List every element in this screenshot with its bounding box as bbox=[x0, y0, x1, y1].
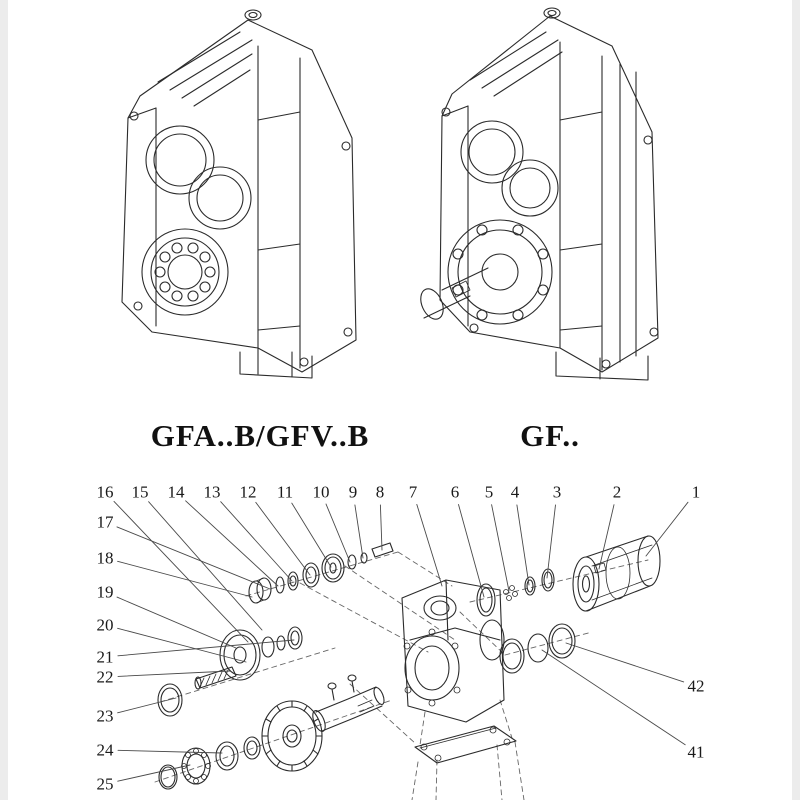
bearing-bosses bbox=[145, 125, 252, 230]
mounting-feet bbox=[239, 347, 313, 379]
callout-number-12: 12 bbox=[239, 482, 257, 502]
leader-line-17 bbox=[116, 526, 271, 590]
leader-line-13 bbox=[220, 501, 293, 582]
callout-number-10: 10 bbox=[312, 482, 330, 502]
input-side-parts bbox=[476, 562, 607, 617]
leader-line-25 bbox=[117, 764, 191, 782]
page-edge-left bbox=[0, 0, 8, 800]
mounting-feet bbox=[555, 351, 649, 381]
callout-number-20: 20 bbox=[96, 615, 114, 635]
model-label-gf: GF.. bbox=[520, 418, 580, 453]
leader-line-21 bbox=[117, 639, 295, 657]
callout-number-3: 3 bbox=[552, 482, 562, 502]
leader-line-19 bbox=[116, 596, 237, 649]
callout-number-23: 23 bbox=[96, 706, 114, 726]
callout-number-25: 25 bbox=[96, 774, 114, 794]
leader-line-11 bbox=[291, 502, 332, 568]
corner-bolts bbox=[441, 107, 659, 369]
gearbox-flange-mounted-drawing bbox=[121, 9, 357, 379]
callout-number-7: 7 bbox=[408, 482, 418, 502]
leader-line-1 bbox=[645, 501, 689, 557]
cover-bolts bbox=[327, 674, 357, 701]
leader-line-16 bbox=[113, 500, 249, 643]
callout-number-8: 8 bbox=[375, 482, 385, 502]
leader-line-41 bbox=[541, 649, 686, 746]
page-edge-right bbox=[792, 0, 800, 800]
callout-number-21: 21 bbox=[96, 647, 114, 667]
leader-line-15 bbox=[148, 501, 263, 631]
leader-lines bbox=[113, 500, 689, 782]
leader-line-22 bbox=[117, 670, 231, 677]
cooling-fins bbox=[469, 31, 563, 97]
output-shaft bbox=[420, 267, 489, 320]
leader-line-5 bbox=[491, 504, 510, 592]
callout-number-9: 9 bbox=[348, 482, 358, 502]
housing-silhouette bbox=[439, 15, 659, 373]
assembly-axes bbox=[154, 551, 649, 800]
callout-number-42: 42 bbox=[687, 676, 705, 696]
gear-housing bbox=[401, 579, 505, 723]
callout-number-24: 24 bbox=[96, 740, 114, 760]
callout-number-13: 13 bbox=[203, 482, 221, 502]
callout-number-19: 19 bbox=[96, 582, 114, 602]
leader-line-20 bbox=[117, 627, 247, 663]
exploded-view-drawing bbox=[113, 500, 689, 800]
callout-number-4: 4 bbox=[510, 482, 520, 502]
leader-line-7 bbox=[416, 503, 443, 587]
cooling-fins bbox=[157, 31, 253, 107]
model-label-gfab-gfvb: GFA..B/GFV..B bbox=[150, 418, 370, 453]
leader-line-23 bbox=[117, 697, 177, 714]
callout-number-15: 15 bbox=[131, 482, 149, 502]
leader-line-8 bbox=[379, 504, 383, 551]
leader-line-12 bbox=[255, 501, 311, 576]
leader-line-10 bbox=[325, 503, 351, 563]
callout-number-11: 11 bbox=[276, 482, 294, 502]
motor-assembly bbox=[572, 535, 661, 612]
leader-line-14 bbox=[185, 500, 279, 587]
callout-number-5: 5 bbox=[484, 482, 494, 502]
callout-number-1: 1 bbox=[691, 482, 701, 502]
leader-line-4 bbox=[516, 504, 530, 586]
lifting-eye-icon bbox=[244, 9, 262, 21]
gearbox-solid-shaft-drawing bbox=[420, 7, 659, 381]
bearing-bosses bbox=[460, 120, 559, 217]
intermediate-shaft-parts bbox=[157, 626, 303, 717]
leader-line-6 bbox=[458, 504, 485, 598]
leader-line-18 bbox=[117, 560, 253, 598]
callout-number-16: 16 bbox=[96, 482, 114, 502]
leader-line-2 bbox=[598, 504, 615, 570]
lifting-eye-icon bbox=[543, 7, 561, 19]
leader-line-3 bbox=[546, 504, 556, 579]
leader-line-24 bbox=[117, 749, 223, 754]
corner-bolts bbox=[129, 111, 353, 367]
output-flange bbox=[447, 219, 553, 325]
callout-number-14: 14 bbox=[167, 482, 185, 502]
callout-number-6: 6 bbox=[450, 482, 460, 502]
bottom-cover-plate bbox=[414, 725, 517, 764]
leader-line-42 bbox=[565, 642, 685, 683]
callout-number-2: 2 bbox=[612, 482, 622, 502]
callout-number-17: 17 bbox=[96, 512, 114, 532]
input-shaft-parts bbox=[248, 542, 394, 604]
output-shaft-parts bbox=[158, 686, 385, 790]
callout-number-18: 18 bbox=[96, 548, 114, 568]
retaining-rings bbox=[499, 623, 576, 674]
housing-silhouette bbox=[121, 19, 357, 373]
callout-number-22: 22 bbox=[96, 667, 114, 687]
output-bearing bbox=[141, 228, 229, 316]
leader-line-9 bbox=[354, 504, 364, 559]
callout-number-41: 41 bbox=[687, 742, 705, 762]
